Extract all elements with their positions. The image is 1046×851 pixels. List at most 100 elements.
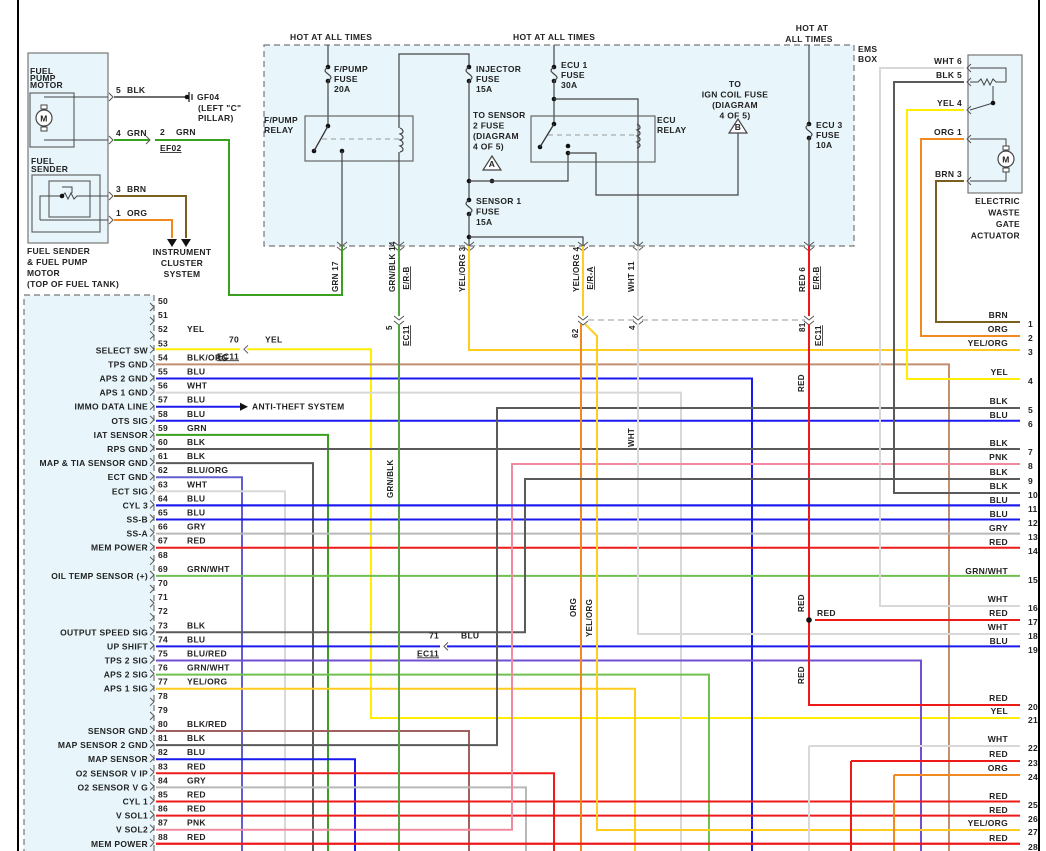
- actuator-pin-connector: [966, 63, 972, 73]
- reference-number: 10: [1028, 490, 1038, 500]
- relay-coil-icon: [398, 127, 404, 153]
- ecm-pin-connector: [149, 415, 155, 425]
- junction-dot: [59, 193, 65, 199]
- ecm-pin-function-label: OIL TEMP SENSOR (+): [51, 571, 148, 581]
- reference-number: 3: [1028, 347, 1033, 357]
- to-ign-coil-label: TO: [729, 79, 741, 89]
- ecm-pin-number: 72: [158, 606, 168, 616]
- ecu3-fuse-label: FUSE: [816, 130, 840, 140]
- ecm-pin-number: 60: [158, 437, 168, 447]
- ecm-pin-number: 63: [158, 479, 168, 489]
- reference-wire-label: YEL/ORG: [968, 338, 1008, 348]
- fuel-module-pin-number: 1: [116, 208, 121, 218]
- reference-number: 13: [1028, 532, 1038, 542]
- wire-red-20: [808, 324, 1020, 706]
- reference-number: 24: [1028, 772, 1038, 782]
- fpump-fuse-label: 20A: [334, 84, 351, 94]
- reference-wire-label: BLK: [990, 396, 1009, 406]
- ecu-relay-switch-arm: [539, 123, 555, 148]
- wire-87-pnk: [156, 463, 1020, 831]
- wire-brn-1: [935, 180, 1020, 323]
- ecm-pin-number: 87: [158, 818, 168, 828]
- ecm-pin-wire-label: BLK: [187, 451, 206, 461]
- to-sensor2-label: 4 OF 5): [473, 142, 504, 152]
- to-sensor2-label: TO SENSOR: [473, 110, 526, 120]
- reference-wire-label: BLU: [990, 636, 1008, 646]
- wire-55-blu: [156, 377, 753, 851]
- ecm-pin-number: 69: [158, 564, 168, 574]
- instrument-cluster-label: SYSTEM: [164, 269, 201, 279]
- fpump-relay-label: F/PUMP: [264, 115, 298, 125]
- ecm-pin-number: 56: [158, 381, 168, 391]
- ecu-relay-coil-icon: [635, 123, 641, 149]
- actuator-pin-label: WHT 6: [934, 56, 962, 66]
- ecm-pin-wire-label: YEL/ORG: [187, 677, 227, 687]
- ecm-pin-wire-label: BLU: [187, 493, 205, 503]
- actuator-pin-label: BLK 5: [936, 70, 962, 80]
- ecm-pin-number: 85: [158, 790, 168, 800]
- instrument-cluster-arrow-icon: [181, 239, 191, 247]
- ec11-70-pin-number: 70: [229, 334, 239, 344]
- ecm-pin-wire-label: RED: [187, 536, 206, 546]
- reference-number: 6: [1028, 419, 1033, 429]
- ecm-pin-number: 66: [158, 522, 168, 532]
- to-ign-coil-label: 4 OF 5): [720, 111, 751, 121]
- ecm-pin-wire-label: BLU: [187, 747, 205, 757]
- to-ign-coil-label: (DIAGRAM: [712, 100, 758, 110]
- reference-number: 18: [1028, 631, 1038, 641]
- ecm-pin-number: 81: [158, 733, 168, 743]
- fuel-module-title: (TOP OF FUEL TANK): [27, 279, 119, 289]
- motor-symbol-label: M: [1002, 155, 1009, 165]
- reference-b-icon-label: B: [735, 122, 741, 132]
- ecm-pin-wire-label: BLU: [187, 367, 205, 377]
- ecm-pin-connector: [149, 641, 155, 650]
- ecm-pin-number: 65: [158, 508, 168, 518]
- ecm-pin-connector: [149, 782, 155, 791]
- ecu1-coil-wire: [554, 98, 639, 245]
- instrument-cluster-label: CLUSTER: [161, 258, 203, 268]
- wire-red-label: RED: [797, 666, 806, 684]
- ecm-pin-function-label: SENSOR GND: [88, 726, 148, 736]
- ecm-pin-wire-label: BLK: [187, 733, 206, 743]
- wire-54-blk-org: [156, 363, 950, 851]
- ecm-pin-number: 58: [158, 409, 168, 419]
- ecm-pin-number: 82: [158, 747, 168, 757]
- wire-grn-blk-label: GRN/BLK: [386, 459, 395, 498]
- reference-wire-label: RED: [989, 608, 1008, 618]
- ecm-pin-number: 57: [158, 395, 168, 405]
- ecm-pin-wire-label: GRY: [187, 775, 206, 785]
- reference-number: 4: [1028, 376, 1033, 386]
- reference-number: 14: [1028, 546, 1038, 556]
- reference-number: 15: [1028, 575, 1038, 585]
- fuel-sender-resistor-icon: [39, 186, 108, 221]
- ems-output-wire-label: WHT 11: [627, 261, 636, 292]
- ecm-pin-function-label: APS 1 GND: [99, 388, 148, 398]
- ecm-pin-connector: [149, 359, 155, 368]
- reference-wire-label: RED: [989, 537, 1008, 547]
- hot-at-all-times-label: HOT AT: [796, 23, 829, 33]
- ecm-pin-function-label: O2 SENSOR V IP: [76, 768, 148, 778]
- reference-wire-label: BRN: [989, 310, 1008, 320]
- ef02-connector: [145, 135, 151, 145]
- ecm-pin-connector: [149, 443, 155, 453]
- to-sensor2-label: (DIAGRAM: [473, 131, 519, 141]
- motor-brush: [40, 104, 48, 110]
- ecm-pin-function-label: V SOL2: [116, 825, 148, 835]
- wire-wht-label: WHT: [627, 428, 636, 447]
- actuator-box: [967, 54, 1023, 194]
- ecm-pin-number: 86: [158, 804, 168, 814]
- ecm-pin-wire-label: YEL: [187, 324, 204, 334]
- ec11-71-connector-label: EC11: [417, 648, 439, 658]
- ecm-pin-number: 70: [158, 578, 168, 588]
- to-sensor2-label: 2 FUSE: [473, 121, 505, 131]
- coil-feed-wire: [398, 53, 470, 128]
- actuator-pin-connector: [966, 105, 972, 115]
- ecm-pin-wire-label: RED: [187, 832, 206, 842]
- reference-a-icon: [481, 154, 503, 171]
- ems-output-connector-label: E/R-B: [812, 266, 821, 289]
- ecm-pin-connector: [149, 584, 155, 594]
- ecm-pin-connector: [149, 753, 155, 763]
- reference-number: 17: [1028, 617, 1038, 627]
- ec11-4-pin-number: 4: [628, 325, 637, 330]
- fuel-pump-label: FUEL: [30, 66, 53, 76]
